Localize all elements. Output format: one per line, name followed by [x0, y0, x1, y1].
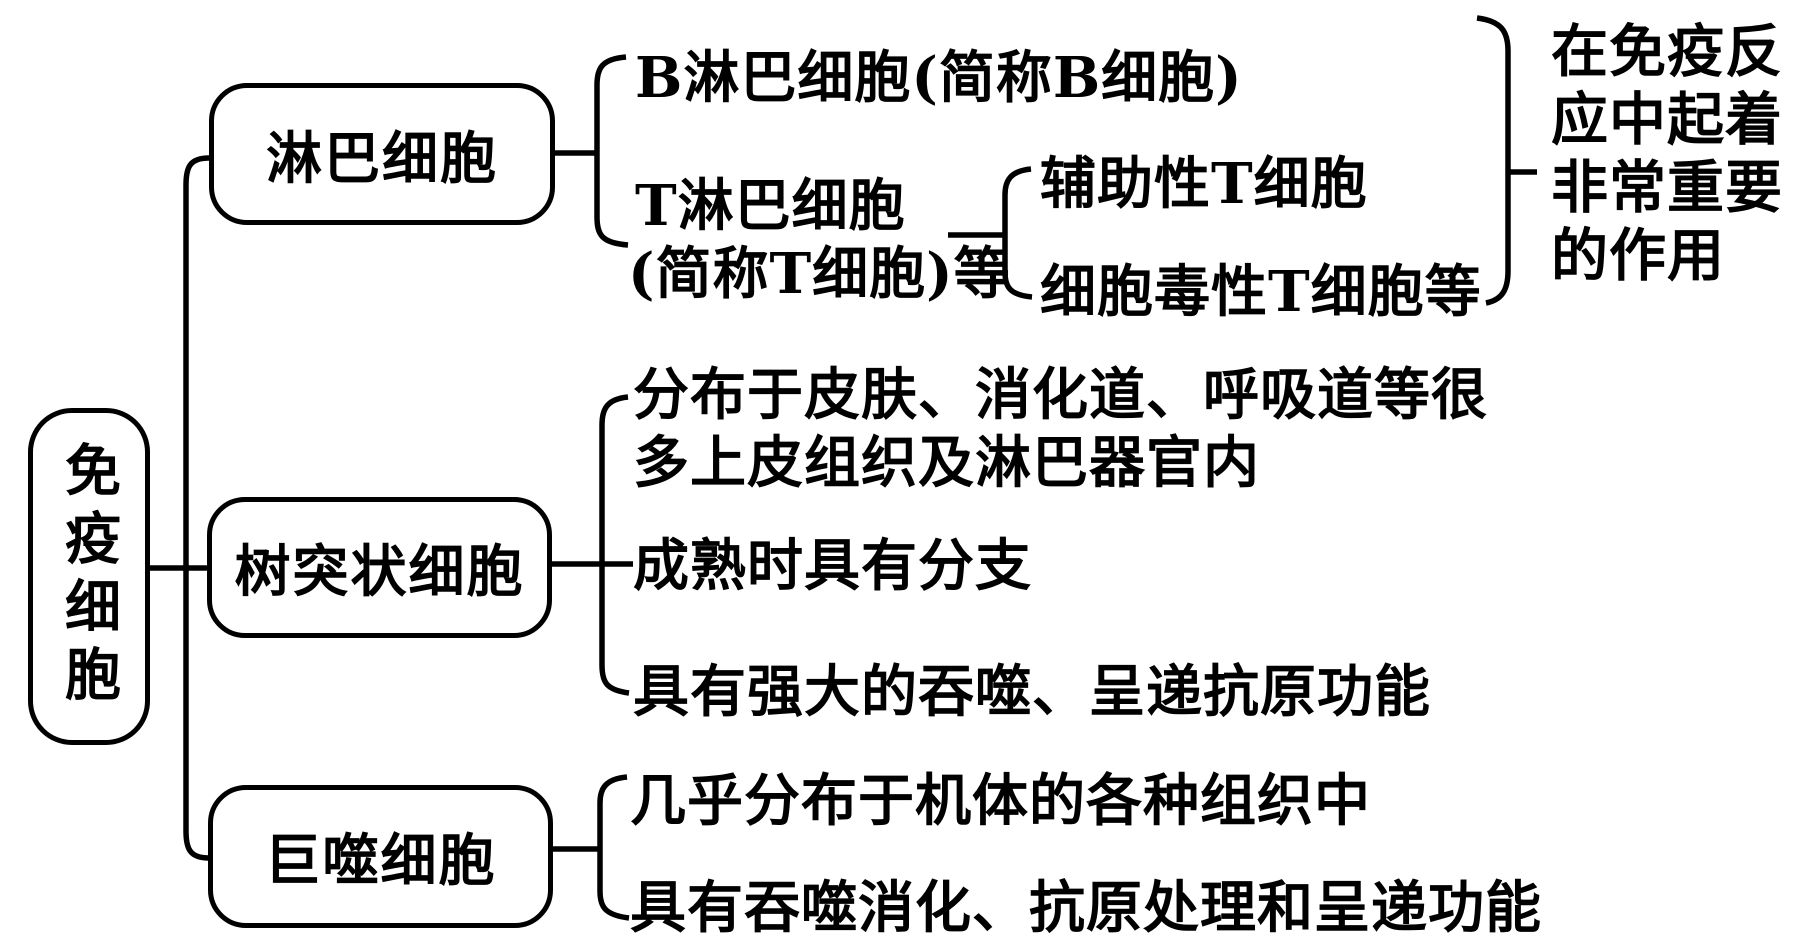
dendritic-maturity-label: 成熟时具有分支 — [633, 533, 1032, 599]
role-note-line2: 应中起着 — [1551, 86, 1783, 153]
macrophage-distribution-label: 几乎分布于机体的各种组织中 — [630, 768, 1371, 834]
role-note: 在免疫反 应中起着 非常重要 的作用 — [1551, 18, 1783, 290]
dendritic-distribution-label: 分布于皮肤、消化道、呼吸道等很 多上皮组织及淋巴器官内 — [633, 361, 1488, 497]
t-cell-label-line1: T淋巴细胞 — [635, 173, 906, 239]
dendritic-distribution-line2: 多上皮组织及淋巴器官内 — [633, 430, 1260, 496]
b-cell-label: B淋巴细胞(简称B细胞) — [635, 45, 1243, 111]
lymphocyte-brace — [594, 54, 629, 248]
lymphocyte-box: 淋巴细胞 — [209, 83, 555, 225]
cytotoxic-t-cell-label: 细胞毒性T细胞等 — [1040, 259, 1482, 325]
t-cell-brace — [1002, 166, 1033, 300]
macrophage-box: 巨噬细胞 — [208, 785, 553, 928]
dendritic-cell-box: 树突状细胞 — [207, 497, 552, 638]
t-cell-label-line2: (简称T细胞)等 — [628, 241, 1011, 307]
dendritic-brace — [599, 394, 630, 696]
helper-t-cell-label: 辅助性T细胞 — [1040, 151, 1368, 217]
macrophage-function-label: 具有吞噬消化、抗原处理和呈递功能 — [630, 875, 1542, 941]
dendritic-distribution-line1: 分布于皮肤、消化道、呼吸道等很 — [633, 362, 1488, 428]
role-note-bracket — [1476, 15, 1511, 306]
immune-cells-box: 免疫细胞 — [28, 408, 150, 745]
dendritic-function-label: 具有强大的吞噬、呈递抗原功能 — [633, 659, 1431, 725]
role-note-line1: 在免疫反 — [1551, 18, 1783, 85]
trunk-brace — [183, 155, 210, 861]
macrophage-brace — [597, 774, 630, 921]
role-note-line3: 非常重要 — [1551, 154, 1783, 221]
role-note-line4: 的作用 — [1551, 222, 1725, 289]
